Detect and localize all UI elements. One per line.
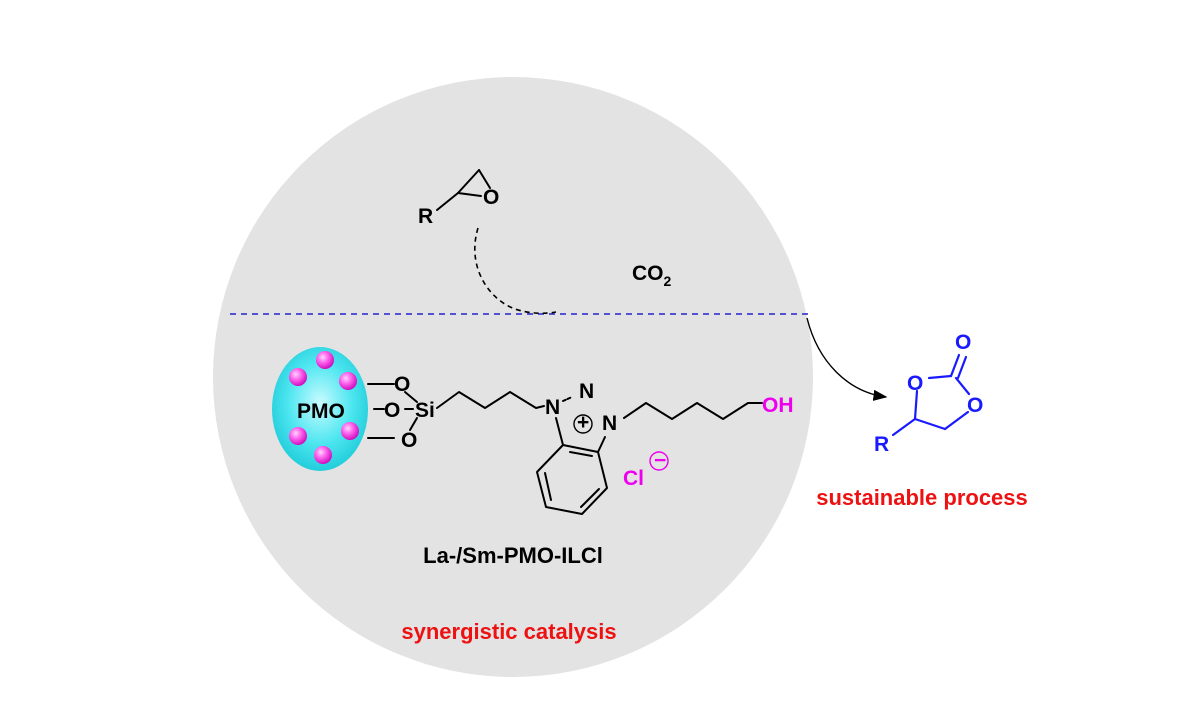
product-r-label: R (874, 433, 889, 456)
metal-bead (314, 446, 332, 464)
o-label-mid: O (384, 399, 400, 422)
positive-charge (573, 414, 593, 434)
o-label-top: O (394, 373, 410, 396)
minus-symbol: − (654, 449, 666, 472)
o-label-bottom: O (401, 429, 417, 452)
epoxide-structure: R O (418, 169, 499, 228)
epoxide-o-label: O (483, 186, 499, 209)
plus-symbol: + (577, 411, 589, 434)
metal-bead (289, 427, 307, 445)
approach-curve (474, 227, 557, 315)
cyclic-carbonate-structure: O O O R (874, 331, 983, 456)
negative-charge (649, 451, 669, 471)
n3-label: N (602, 412, 617, 435)
ring-o-label-right: O (967, 394, 983, 417)
pmo-label: PMO (297, 400, 345, 423)
reaction-circle (213, 77, 813, 677)
metal-bead (289, 368, 307, 386)
epoxide-r-label: R (418, 205, 433, 228)
synergy-caption: synergistic catalysis (401, 619, 616, 644)
catalyst-structure: PMO O O O Si N N N + OH Cl − (272, 347, 794, 515)
metal-bead (341, 422, 359, 440)
n2-label: N (579, 380, 594, 403)
reaction-arrow (806, 317, 888, 401)
si-label: Si (415, 399, 435, 422)
oh-label: OH (762, 394, 794, 417)
ring-o-label-left: O (907, 372, 923, 395)
n1-label: N (545, 396, 560, 419)
sustainable-caption: sustainable process (816, 485, 1028, 510)
metal-bead (339, 372, 357, 390)
co2-label: CO2 (632, 262, 672, 289)
carbonyl-o-label: O (955, 331, 971, 354)
metal-bead (316, 351, 334, 369)
chloride-label: Cl (623, 467, 644, 490)
catalyst-name: La-/Sm-PMO-ILCl (423, 543, 603, 568)
